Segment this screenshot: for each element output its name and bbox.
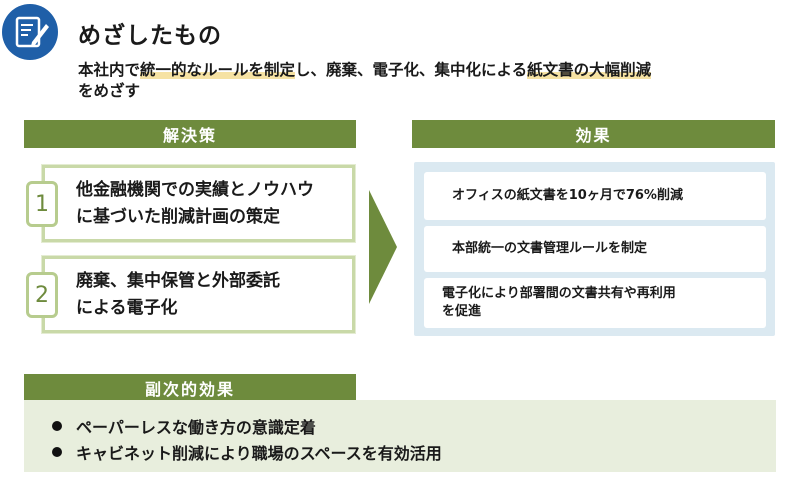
goal-desc-highlight: 統一的なルールを制定 xyxy=(140,61,296,79)
goal-desc-highlight: 紙文書の大幅削減 xyxy=(527,61,652,79)
solution-number: 2 xyxy=(35,282,49,308)
document-edit-icon xyxy=(2,4,58,60)
goal-desc-part: 本社内で xyxy=(78,61,141,79)
solutions-heading: 解決策 xyxy=(24,120,356,148)
effect-item: 本部統一の文書管理ルールを制定 xyxy=(424,226,766,272)
effect-text: 電子化により部署間の文書共有や再利用 xyxy=(442,286,676,301)
bullet-icon xyxy=(52,447,62,457)
solution-card xyxy=(42,165,355,242)
solution-number: 1 xyxy=(35,191,49,217)
solution-line: に基づいた削減計画の策定 xyxy=(76,207,280,227)
solution-line: による電子化 xyxy=(76,298,178,318)
solution-text: 廃棄、集中保管と外部委託 による電子化 xyxy=(76,268,351,322)
side-effect-item: キャビネット削減により職場のスペースを有効活用 xyxy=(52,440,442,464)
effect-text: を促進 xyxy=(442,304,482,319)
side-effect-text: キャビネット削減により職場のスペースを有効活用 xyxy=(76,444,442,463)
effects-heading-label: 効果 xyxy=(575,126,612,145)
goal-description: 本社内で統一的なルールを制定し、廃棄、電子化、集中化による紙文書の大幅削減 をめ… xyxy=(78,60,778,102)
solution-number-badge: 2 xyxy=(26,272,58,318)
solution-line: 他金融機関での実績とノウハウ xyxy=(76,180,314,200)
solution-line: 廃棄、集中保管と外部委託 xyxy=(76,271,280,291)
side-effects-panel xyxy=(24,400,776,472)
solution-text: 他金融機関での実績とノウハウ に基づいた削減計画の策定 xyxy=(76,177,351,231)
page-title: めざしたもの xyxy=(78,23,222,49)
effect-text: オフィスの紙文書を10ヶ月で76%削減 xyxy=(452,188,683,203)
goal-desc-part: し、廃棄、電子化、集中化による xyxy=(295,61,528,79)
effects-heading: 効果 xyxy=(412,120,775,148)
solution-number-badge: 1 xyxy=(26,181,58,227)
effect-item: オフィスの紙文書を10ヶ月で76%削減 xyxy=(424,172,766,220)
goal-desc-line2: をめざす xyxy=(78,82,141,100)
effect-text: 本部統一の文書管理ルールを制定 xyxy=(452,241,648,256)
side-effect-text: ペーパーレスな働き方の意識定着 xyxy=(76,418,316,437)
side-effects-heading-label: 副次的効果 xyxy=(144,380,235,399)
solutions-heading-label: 解決策 xyxy=(162,126,217,145)
side-effect-item: ペーパーレスな働き方の意識定着 xyxy=(52,414,316,438)
side-effects-heading: 副次的効果 xyxy=(24,374,356,402)
solution-card xyxy=(42,256,355,333)
bullet-icon xyxy=(52,421,62,431)
effect-item: 電子化により部署間の文書共有や再利用 を促進 xyxy=(424,278,766,328)
right-arrow-icon xyxy=(369,190,397,304)
